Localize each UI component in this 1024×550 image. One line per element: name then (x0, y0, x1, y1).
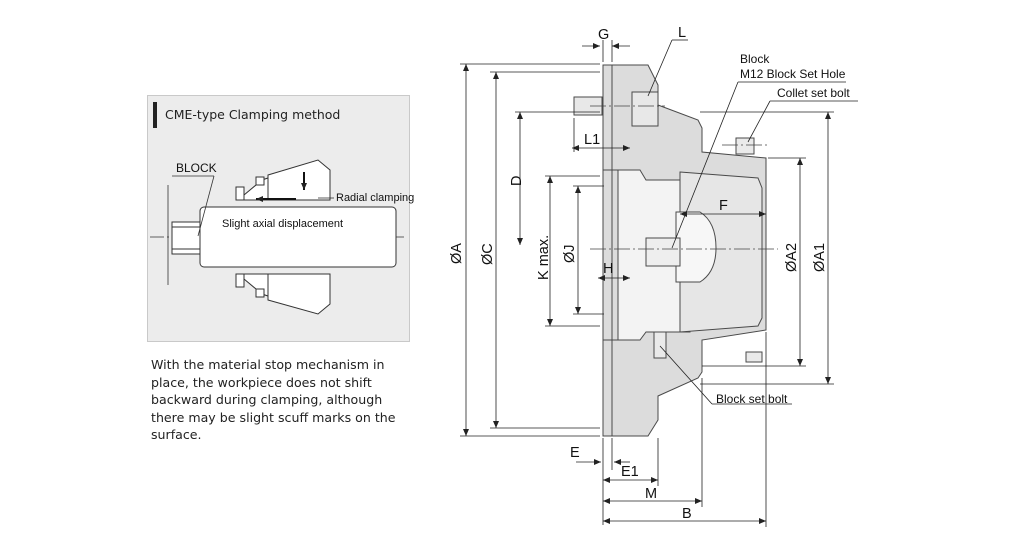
dim-oa1-label: ØA1 (812, 243, 828, 272)
center-lines (590, 105, 778, 250)
dim-m-label: M (645, 486, 657, 502)
dim-oj-label: ØJ (562, 244, 578, 263)
dim-b-label: B (682, 506, 692, 522)
dim-h-label: H (603, 261, 613, 277)
dim-k-label: K max. (536, 235, 552, 280)
chuck-cross-section (573, 64, 767, 437)
dim-f-label: F (719, 198, 728, 214)
cme-panel-title: CME-type Clamping method (153, 102, 340, 128)
dim-d-label: D (509, 176, 525, 186)
dim-oa2-label: ØA2 (784, 243, 800, 272)
dim-g-label: G (598, 27, 609, 43)
dim-l-label: L (678, 25, 686, 41)
description-text: With the material stop mechanism in plac… (151, 357, 396, 443)
collet-set-bolt-callout: Collet set bolt (777, 86, 850, 100)
dim-l1-label: L1 (584, 132, 600, 148)
block-label: BLOCK (176, 161, 217, 175)
radial-clamping-label: Radial clamping (336, 192, 414, 204)
cme-illustration (150, 159, 404, 315)
dimension-lines (460, 39, 858, 527)
dim-oa-label: ØA (449, 243, 465, 264)
dim-e1-label: E1 (621, 464, 639, 480)
block-callout: Block (740, 52, 770, 66)
dim-oc-label: ØC (480, 243, 496, 265)
axial-displacement-label: Slight axial displacement (222, 218, 343, 230)
m12-block-set-hole-callout: M12 Block Set Hole (740, 67, 846, 81)
dim-e-label: E (570, 445, 580, 461)
block-set-bolt-callout: Block set bolt (716, 392, 788, 406)
